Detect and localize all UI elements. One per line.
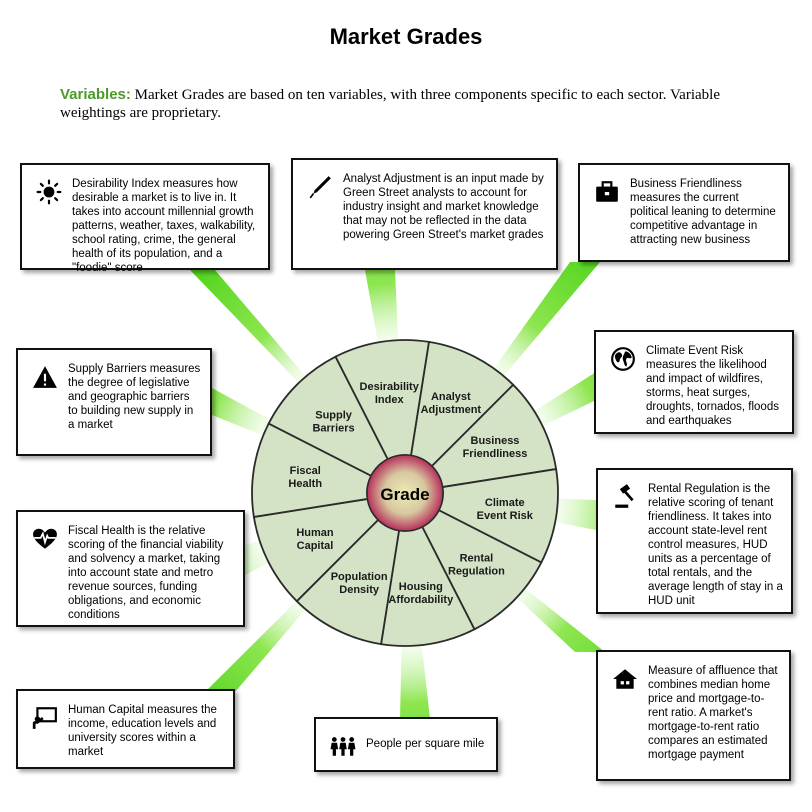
human-text: Human Capital measures the income, educa… bbox=[68, 704, 217, 758]
pen-icon bbox=[309, 176, 331, 199]
climate-text: Climate Event Risk measures the likeliho… bbox=[646, 345, 779, 427]
house-icon bbox=[613, 669, 637, 689]
climate-box: Climate Event Risk measures the likeliho… bbox=[594, 330, 794, 434]
grade-center-circle bbox=[366, 454, 444, 532]
analyst-box: Analyst Adjustment is an input made by G… bbox=[291, 158, 558, 270]
population-text: People per square mile bbox=[366, 738, 485, 750]
supply-text: Supply Barriers measures the degree of l… bbox=[68, 363, 201, 431]
analyst-text: Analyst Adjustment is an input made by G… bbox=[343, 173, 544, 241]
sun-icon bbox=[36, 179, 62, 205]
grade-center-label: Grade bbox=[380, 485, 429, 504]
people-icon bbox=[330, 737, 356, 756]
intro-label: Variables: bbox=[60, 86, 131, 103]
globe-icon bbox=[611, 347, 635, 371]
teacher-icon bbox=[32, 707, 57, 729]
desirability-text: Desirability Index measures how desirabl… bbox=[72, 178, 256, 274]
human-box: Human Capital measures the income, educa… bbox=[16, 689, 235, 769]
housing-text: Measure of affluence that combines media… bbox=[648, 665, 778, 761]
gavel-icon bbox=[615, 484, 634, 508]
heart-pulse-icon bbox=[33, 528, 57, 549]
warning-icon bbox=[33, 366, 57, 388]
supply-box: Supply Barriers measures the degree of l… bbox=[16, 348, 212, 456]
rental-text: Rental Regulation is the relative scorin… bbox=[648, 483, 783, 607]
fiscal-box: Fiscal Health is the relative scoring of… bbox=[16, 510, 245, 627]
briefcase-icon bbox=[596, 181, 618, 202]
fiscal-text: Fiscal Health is the relative scoring of… bbox=[68, 525, 224, 621]
business-box: Business Friendliness measures the curre… bbox=[578, 163, 790, 262]
page-title: Market Grades bbox=[329, 24, 483, 49]
housing-box: Measure of affluence that combines media… bbox=[596, 650, 791, 781]
rental-box: Rental Regulation is the relative scorin… bbox=[596, 468, 793, 614]
business-text: Business Friendliness measures the curre… bbox=[630, 178, 776, 246]
desirability-box: Desirability Index measures how desirabl… bbox=[20, 163, 270, 274]
intro-text: Market Grades are based on ten variables… bbox=[60, 87, 720, 121]
population-box: People per square mile bbox=[314, 717, 498, 772]
intro-paragraph: Variables: Market Grades are based on te… bbox=[60, 86, 760, 122]
